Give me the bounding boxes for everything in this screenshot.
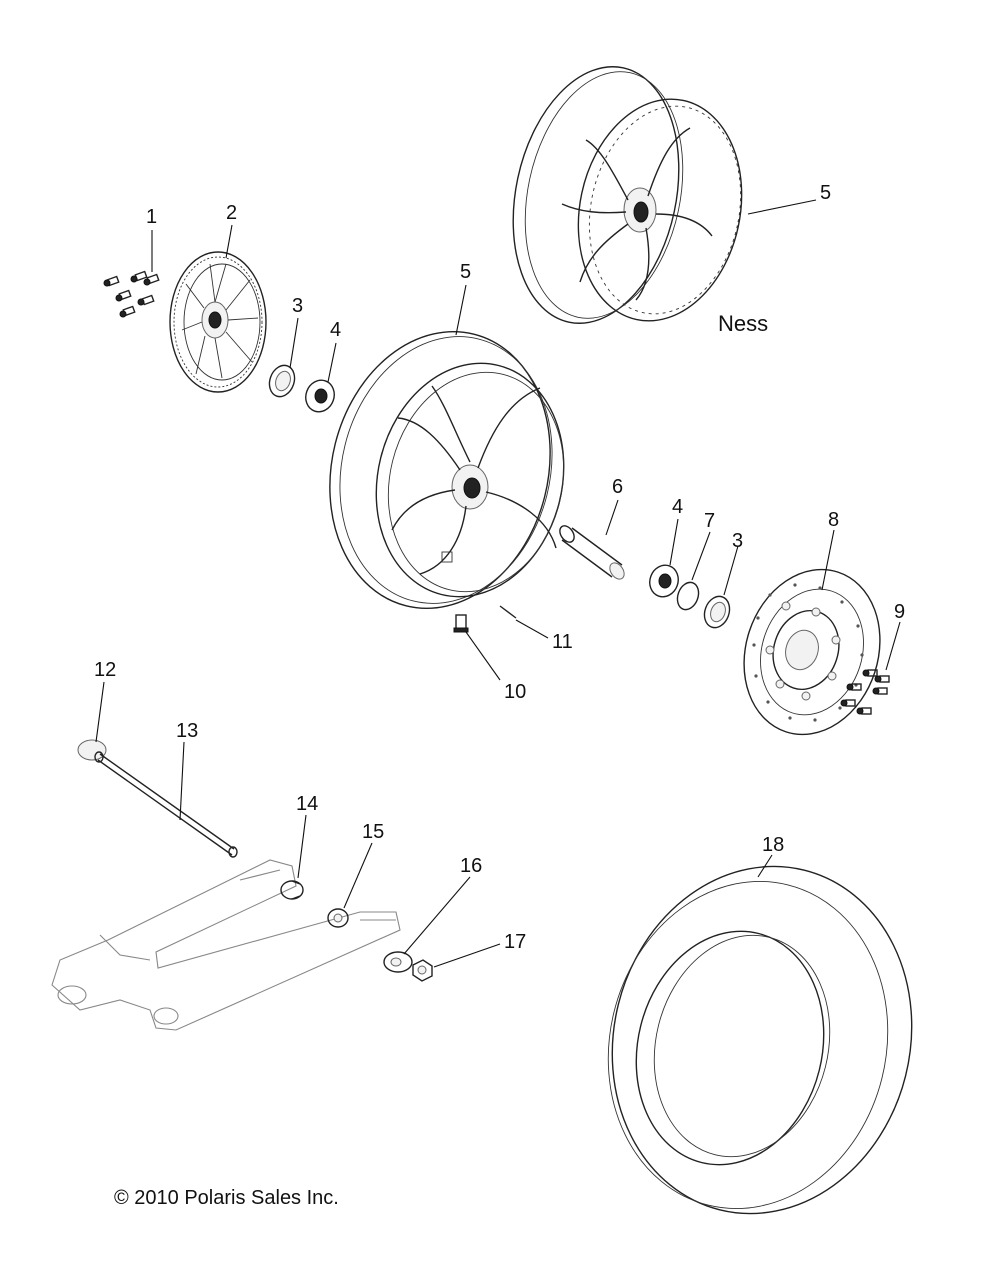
part-11-pin [499,605,517,619]
callout-4-right: 4 [672,496,683,518]
part-12-washer [77,739,107,761]
callout-17: 17 [504,931,526,953]
part-3-seal-left [268,364,296,398]
swingarm [51,859,401,1031]
part-4-bearing-left [305,379,335,413]
callout-2: 2 [226,202,237,224]
variant-label: Ness [718,311,768,336]
callout-13: 13 [176,720,198,742]
part-5-wheel-ness [512,66,743,324]
part-2-pulley [169,251,267,393]
callout-5-ness: 5 [820,182,831,204]
part-14-spacer [280,880,304,900]
callout-16: 16 [460,855,482,877]
part-5-wheel-main [329,330,565,610]
part-18-tire [607,865,913,1215]
callout-3-right: 3 [732,530,743,552]
part-3-seal-right [703,595,731,629]
callout-15: 15 [362,821,384,843]
callout-14: 14 [296,793,318,815]
part-6-spacer [559,525,625,580]
part-10-valve [453,614,469,633]
callout-1: 1 [146,206,157,228]
callout-labels: 1 2 3 4 5 5 6 4 7 3 8 9 10 11 12 13 14 1… [94,182,905,953]
callout-5: 5 [460,261,471,283]
part-15-spacer [327,908,349,928]
callout-4: 4 [330,319,341,341]
callout-9: 9 [894,601,905,623]
callout-8: 8 [828,509,839,531]
part-7-snap-ring [676,581,700,611]
callout-7: 7 [704,510,715,532]
part-9-disc-bolts [840,669,890,715]
callout-12: 12 [94,659,116,681]
part-8-brake-disc [743,568,881,736]
copyright-notice: © 2010 Polaris Sales Inc. [114,1187,339,1209]
callout-11: 11 [552,631,573,653]
part-13-axle [94,751,238,858]
callout-18: 18 [762,834,784,856]
callout-3: 3 [292,295,303,317]
leader-lines [95,199,901,968]
part-17-nut [412,959,433,982]
callout-6: 6 [612,476,623,498]
part-4-bearing-right [649,564,679,598]
callout-10: 10 [504,681,526,703]
part-16-adjuster [383,951,413,973]
part-1-bolts [103,270,160,318]
